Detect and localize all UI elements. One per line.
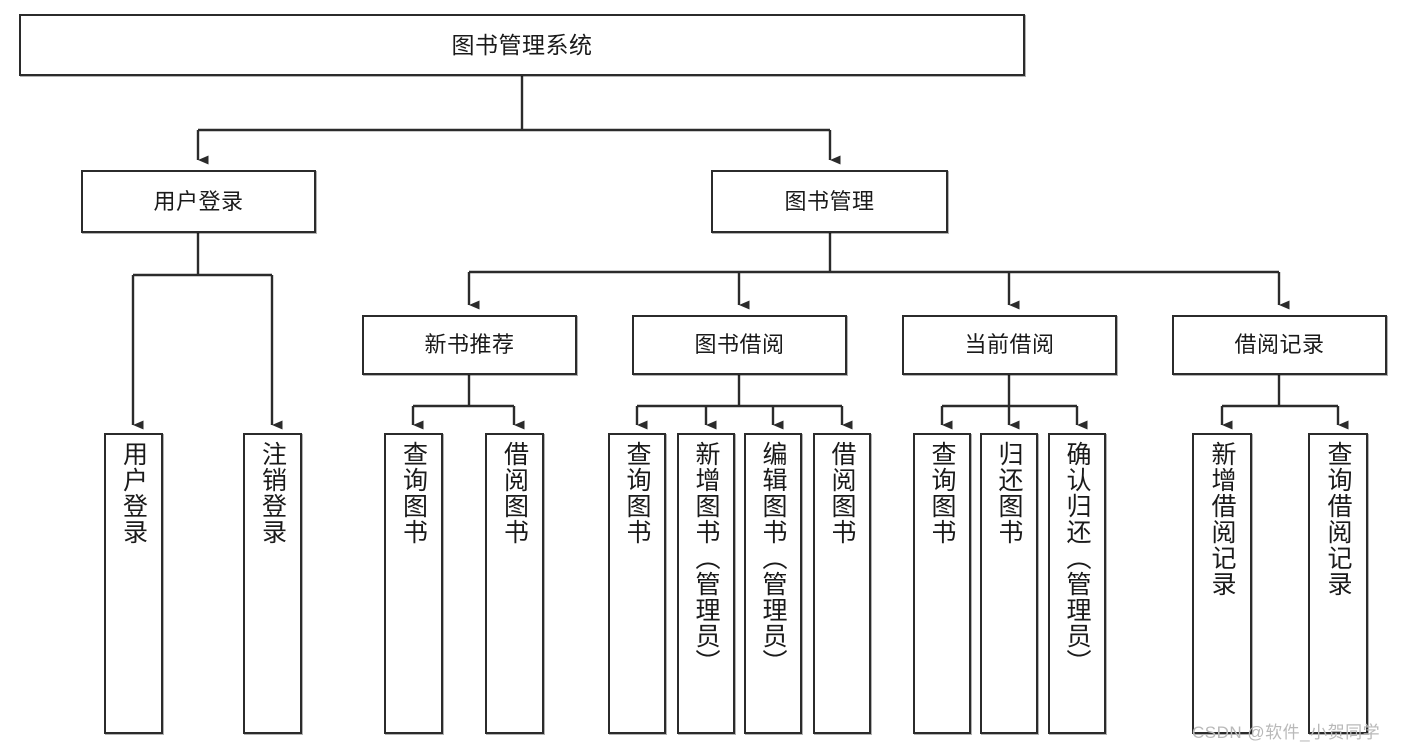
leaf-record-query-record[interactable]: 查询借阅记录 [1308, 433, 1368, 734]
node-label: 归还图书 [995, 441, 1023, 545]
leaf-recommend-query-book[interactable]: 查询图书 [384, 433, 443, 734]
node-borrow-record[interactable]: 借阅记录 [1172, 315, 1387, 375]
leaf-current-confirm-return-admin[interactable]: 确认归还（管理员） [1048, 433, 1106, 734]
csdn-watermark: CSDN @软件_小贺同学 [1192, 723, 1381, 742]
leaf-user-login-login[interactable]: 用户登录 [104, 433, 163, 734]
leaf-current-return-book[interactable]: 归还图书 [980, 433, 1038, 734]
node-label: 查询图书 [928, 441, 956, 545]
node-label: 借阅记录 [1234, 332, 1325, 358]
leaf-borrow-add-book-admin[interactable]: 新增图书（管理员） [677, 433, 735, 734]
leaf-record-add-record[interactable]: 新增借阅记录 [1192, 433, 1252, 734]
leaf-borrow-edit-book-admin[interactable]: 编辑图书（管理员） [744, 433, 802, 734]
leaf-recommend-borrow-book[interactable]: 借阅图书 [485, 433, 544, 734]
leaf-user-login-logout[interactable]: 注销登录 [243, 433, 302, 734]
leaf-current-query-book[interactable]: 查询图书 [913, 433, 971, 734]
node-user-login[interactable]: 用户登录 [81, 170, 316, 233]
node-label: 查询图书 [623, 441, 651, 545]
leaf-borrow-query-book[interactable]: 查询图书 [608, 433, 666, 734]
node-label: 查询借阅记录 [1324, 441, 1352, 597]
node-root-system[interactable]: 图书管理系统 [19, 14, 1025, 76]
node-label: 用户登录 [119, 441, 148, 545]
node-book-borrow[interactable]: 图书借阅 [632, 315, 847, 375]
node-label: 用户登录 [153, 188, 244, 214]
node-label: 当前借阅 [964, 332, 1055, 358]
node-new-book-recommend[interactable]: 新书推荐 [362, 315, 577, 375]
node-label: 确认归还（管理员） [1063, 441, 1091, 675]
node-label: 图书管理系统 [451, 31, 593, 58]
node-current-borrow[interactable]: 当前借阅 [902, 315, 1117, 375]
node-label: 借阅图书 [500, 441, 529, 545]
node-label: 新增图书（管理员） [692, 441, 720, 675]
node-label: 编辑图书（管理员） [759, 441, 787, 675]
node-label: 查询图书 [399, 441, 428, 545]
node-label: 新增借阅记录 [1208, 441, 1236, 597]
node-book-management[interactable]: 图书管理 [711, 170, 948, 233]
node-label: 注销登录 [258, 441, 287, 545]
node-label: 图书管理 [784, 188, 875, 214]
leaf-borrow-borrow-book[interactable]: 借阅图书 [813, 433, 871, 734]
node-label: 新书推荐 [424, 332, 515, 358]
node-label: 借阅图书 [828, 441, 856, 545]
node-label: 图书借阅 [694, 332, 785, 358]
